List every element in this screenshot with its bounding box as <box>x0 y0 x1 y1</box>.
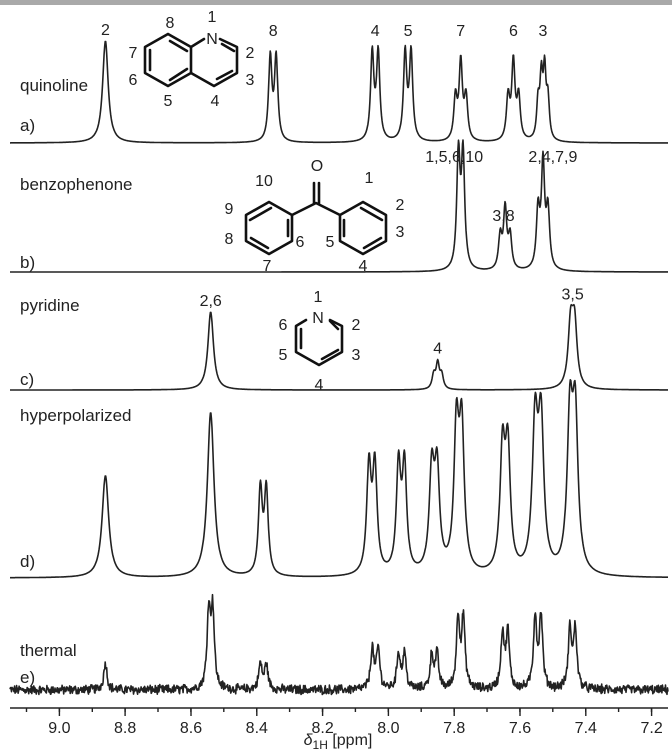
pyridine-num-5: 5 <box>279 347 288 364</box>
x-tick-label: 7.2 <box>640 720 662 737</box>
peak-label-a-4: 7 <box>456 23 465 40</box>
top-divider-bar <box>0 0 672 5</box>
benzophenone-num-4: 4 <box>359 258 368 275</box>
pyridine-num-3: 3 <box>352 347 361 364</box>
panel-letter-b: b) <box>20 253 35 272</box>
quinoline-structure: N 1 2 3 4 5 6 7 8 <box>129 9 255 110</box>
pyridine-num-4: 4 <box>315 377 324 394</box>
benzophenone-num-5: 5 <box>326 234 335 251</box>
benzophenone-num-8: 8 <box>225 231 234 248</box>
panel-letter-c: c) <box>20 370 34 389</box>
x-axis-ticks: 9.0 8.8 8.6 8.4 8.2 8.0 7.8 7.6 7.4 7.2 <box>25 708 663 737</box>
benzophenone-num-2: 2 <box>396 197 405 214</box>
quinoline-num-1: 1 <box>208 9 217 26</box>
benzophenone-num-10: 10 <box>255 173 273 190</box>
peak-label-a-2: 4 <box>371 23 380 40</box>
pyridine-num-6: 6 <box>279 317 288 334</box>
benzophenone-num-3: 3 <box>396 224 405 241</box>
benzophenone-num-1: 1 <box>365 170 374 187</box>
quinoline-num-4: 4 <box>211 93 220 110</box>
x-axis-title-subscript: 1H <box>313 738 328 751</box>
x-axis-title-unit: [ppm] <box>328 732 372 749</box>
panel-name-e: thermal <box>20 641 77 660</box>
panel-name-c: pyridine <box>20 296 80 315</box>
quinoline-num-8: 8 <box>166 15 175 32</box>
quinoline-num-2: 2 <box>246 45 255 62</box>
quinoline-num-6: 6 <box>129 72 138 89</box>
quinoline-num-3: 3 <box>246 72 255 89</box>
x-axis-title: δ1H [ppm] <box>304 732 373 751</box>
x-tick-label: 7.4 <box>575 720 597 737</box>
benzophenone-num-9: 9 <box>225 201 234 218</box>
peak-label-c-2: 3,5 <box>561 287 583 304</box>
panel-name-d: hyperpolarized <box>20 406 132 425</box>
spectrum-trace-c <box>9 303 669 391</box>
peak-label-a-3: 5 <box>404 23 413 40</box>
quinoline-num-5: 5 <box>164 93 173 110</box>
x-tick-label: 7.8 <box>443 720 465 737</box>
x-tick-label: 8.8 <box>114 720 136 737</box>
benzophenone-num-6: 6 <box>296 234 305 251</box>
x-tick-label: 8.0 <box>377 720 399 737</box>
peak-label-a-0: 2 <box>101 22 110 39</box>
panel-letter-a: a) <box>20 116 35 135</box>
quinoline-atom-n: N <box>206 31 218 48</box>
x-tick-label: 8.2 <box>311 720 333 737</box>
peak-label-a-5: 6 <box>509 23 518 40</box>
panel-letter-d: d) <box>20 552 35 571</box>
spectrum-traces <box>9 40 669 696</box>
x-tick-label: 9.0 <box>48 720 70 737</box>
quinoline-num-7: 7 <box>129 45 138 62</box>
x-axis-title-symbol: δ <box>304 732 314 749</box>
peak-label-a-6: 3 <box>539 23 548 40</box>
x-tick-label: 8.4 <box>246 720 268 737</box>
x-tick-label: 7.6 <box>509 720 531 737</box>
panel-name-b: benzophenone <box>20 175 133 194</box>
spectrum-trace-d <box>9 379 669 579</box>
spectrum-trace-e <box>9 593 669 696</box>
benzophenone-atom-o: O <box>311 158 323 175</box>
peak-label-c-1: 4 <box>433 341 442 358</box>
peak-label-c-0: 2,6 <box>200 293 222 310</box>
pyridine-num-2: 2 <box>352 317 361 334</box>
panel-letter-e: e) <box>20 668 35 687</box>
spectrum-trace-a <box>9 40 669 144</box>
panel-name-a: quinoline <box>20 76 88 95</box>
x-axis: 9.0 8.8 8.6 8.4 8.2 8.0 7.8 7.6 7.4 7.2 δ1H [ppm] <box>10 707 668 751</box>
pyridine-num-1: 1 <box>314 289 323 306</box>
peak-label-b-1: 3,8 <box>492 208 514 225</box>
peak-label-a-1: 8 <box>269 23 278 40</box>
x-tick-label: 8.6 <box>180 720 202 737</box>
pyridine-atom-n: N <box>312 310 324 327</box>
pyridine-structure: N 1 2 3 4 5 6 <box>279 289 361 394</box>
benzophenone-structure: O 1 2 3 4 5 6 7 8 9 10 <box>225 158 405 275</box>
spectrum-trace-b <box>9 139 669 273</box>
benzophenone-num-7: 7 <box>263 258 272 275</box>
peak-label-b-2: 2,4,7,9 <box>528 149 577 166</box>
peak-label-b-0: 1,5,6,10 <box>425 149 483 166</box>
